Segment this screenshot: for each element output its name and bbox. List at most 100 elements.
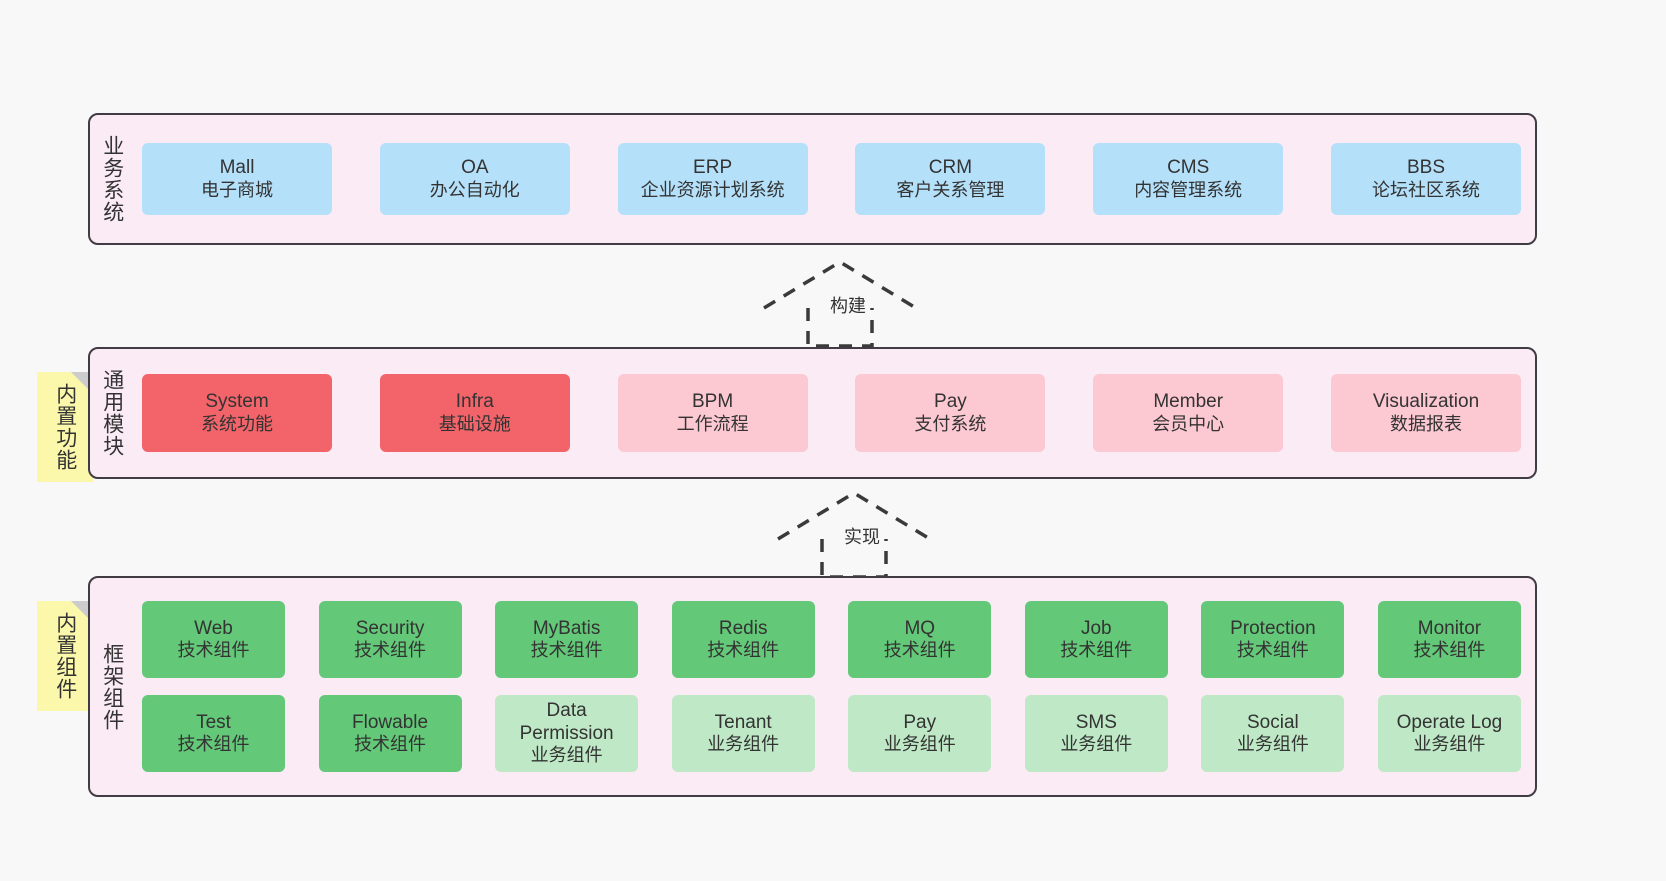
module-card-title: Operate Log — [1396, 711, 1503, 733]
module-card-title: MQ — [904, 617, 936, 639]
module-card-subtitle: 业务组件 — [1060, 734, 1133, 755]
module-card-title: Member — [1153, 391, 1224, 413]
module-card-subtitle: 技术组件 — [530, 640, 603, 661]
connector-build-arrow — [763, 259, 917, 348]
module-card-title: Job — [1080, 617, 1112, 639]
module-card-subtitle: 技术组件 — [354, 734, 427, 755]
module-card-subtitle: 技术组件 — [1236, 640, 1309, 661]
module-card-subtitle: 技术组件 — [354, 640, 427, 661]
module-card-subtitle: 业务组件 — [530, 745, 603, 766]
module-card-title: Infra — [455, 391, 494, 413]
layer-title-framework-components: 框架组件 — [100, 642, 124, 731]
module-card-subtitle: 电子商城 — [201, 179, 273, 200]
note-fold-icon — [71, 372, 93, 394]
module-card-title: MyBatis — [532, 617, 601, 639]
connector-build-label: 构建 — [830, 296, 866, 316]
module-card-title: System — [205, 391, 269, 413]
module-card-title: BPM — [692, 391, 734, 413]
note-built-in-components-label: 内置组件 — [53, 612, 77, 700]
module-card-title: Web — [194, 617, 233, 639]
module-card-subtitle: 业务组件 — [1236, 734, 1309, 755]
module-card-subtitle: 技术组件 — [883, 640, 956, 661]
module-card-subtitle: 业务组件 — [1413, 734, 1486, 755]
connector-realize-label: 实现 — [844, 527, 880, 547]
layer-title-business-system: 业务系统 — [100, 135, 124, 223]
module-card-subtitle: 技术组件 — [1060, 640, 1133, 661]
module-card-title: ERP — [693, 157, 733, 179]
module-card-title: CRM — [928, 157, 973, 179]
module-card-title: Pay — [903, 711, 937, 733]
module-card-subtitle: 数据报表 — [1389, 413, 1462, 434]
layer-title-common-modules: 通用模块 — [100, 369, 124, 457]
module-card-title: Pay — [934, 391, 967, 413]
module-card-title: Protection — [1230, 617, 1316, 639]
module-card-title: Data Permission — [519, 700, 614, 744]
module-card-subtitle: 技术组件 — [177, 640, 250, 661]
note-built-in-components: 内置组件 — [37, 601, 93, 711]
module-card-subtitle: 业务组件 — [707, 734, 780, 755]
module-card-title: Visualization — [1372, 391, 1480, 413]
connector-build: 构建 — [762, 256, 922, 348]
note-built-in-functions-label: 内置功能 — [53, 383, 77, 471]
module-card-subtitle: 技术组件 — [707, 640, 780, 661]
module-card-subtitle: 技术组件 — [1413, 640, 1486, 661]
module-card-subtitle: 客户关系管理 — [896, 179, 1005, 200]
module-card-title: Monitor — [1417, 617, 1482, 639]
module-card-subtitle: 系统功能 — [201, 413, 273, 434]
module-card-subtitle: 技术组件 — [177, 734, 250, 755]
module-card-title: CMS — [1167, 157, 1210, 179]
module-card-title: Social — [1247, 711, 1299, 733]
module-card-title: Security — [355, 617, 425, 639]
connector-realize: 实现 — [776, 487, 936, 579]
module-card-title: Tenant — [714, 711, 772, 733]
module-card-title: OA — [461, 157, 489, 179]
module-card-title: Mall — [219, 157, 255, 179]
module-card-subtitle: 办公自动化 — [429, 179, 520, 200]
module-card-title: Test — [196, 711, 231, 733]
module-card-title: BBS — [1406, 157, 1445, 179]
note-built-in-functions: 内置功能 — [37, 372, 93, 482]
module-card-subtitle: 支付系统 — [914, 413, 987, 434]
module-card-subtitle: 基础设施 — [438, 413, 511, 434]
module-card-subtitle: 业务组件 — [883, 734, 956, 755]
module-card-subtitle: 工作流程 — [676, 413, 749, 434]
module-card-title: Redis — [718, 617, 768, 639]
